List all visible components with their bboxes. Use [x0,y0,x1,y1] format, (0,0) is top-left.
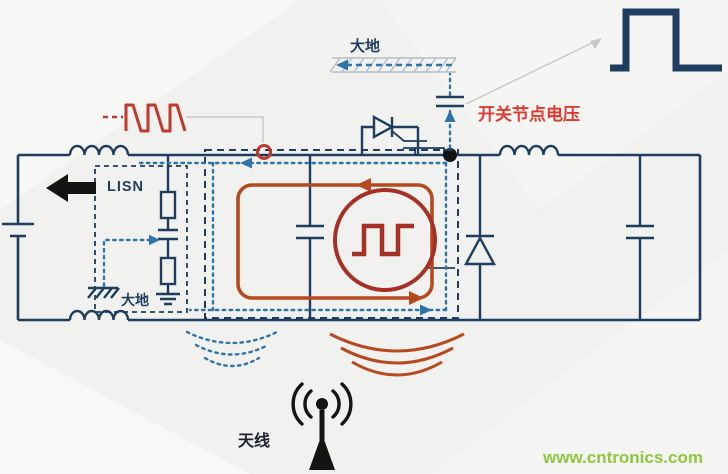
circuit-wires [16,153,702,322]
earth-plane [329,57,457,73]
lisn-resistor-top [159,190,177,220]
square-wave-glyph [352,223,414,257]
earth-top-label: 大地 [350,37,380,55]
lisn-box [94,165,188,313]
emi-noise-waveform-icon [103,103,272,160]
gray-arrowhead [590,38,602,49]
square-wave-icon [610,8,722,72]
conducted-emission-arrow-icon [46,174,96,202]
noise-current-loop [138,157,448,316]
lisn-label: LISN [107,179,144,195]
battery-symbol [2,222,34,238]
loop-arrowhead-right [409,291,424,305]
input-capacitor [296,155,324,320]
parasitic-capacitor [436,72,464,150]
lisn-chain [158,155,178,294]
switch-node-dot [443,148,457,162]
lisn-resistor-bottom [159,256,177,286]
output-capacitor [626,155,654,320]
antenna-icon [291,382,353,470]
earth-lisn-label: 大地 [121,292,149,308]
watermark: www.cntronics.com [542,448,703,467]
top-diode [360,114,420,155]
radiated-arcs-orange [329,332,465,377]
output-inductor [498,144,560,156]
earth-ground-icon [156,292,180,306]
converter-box [204,149,459,319]
noise-arrowhead [420,304,432,316]
inductor-top-left [68,144,130,156]
pointer-line [186,116,264,143]
di-dt-loop [236,178,434,305]
waveform-pointer [465,38,602,105]
switching-source-icon [333,188,437,292]
probe-ring-icon [256,144,272,160]
main-circuit [2,114,702,322]
noise-arrowhead [149,234,160,246]
diode-triangle [463,235,497,266]
bg-shape [380,0,728,210]
antenna-label: 天线 [238,431,270,450]
noise-arrowhead [240,157,252,169]
antenna-base [309,434,335,470]
hatched-ground-icon [87,286,120,299]
switch-node-voltage-label: 开关节点电压 [478,104,580,124]
noise-arrowhead-up [444,110,456,122]
diode-triangle [372,114,395,140]
mosfet-switch [391,130,445,155]
bg-shape [0,340,250,474]
lisn-noise-path [102,238,151,288]
freewheel-diode [463,155,497,320]
noise-arrowhead [336,59,348,71]
bg-shape [430,250,728,474]
loop-arrowhead-left [356,178,371,192]
radiated-arcs-blue [185,330,279,368]
lisn-block [87,155,188,313]
